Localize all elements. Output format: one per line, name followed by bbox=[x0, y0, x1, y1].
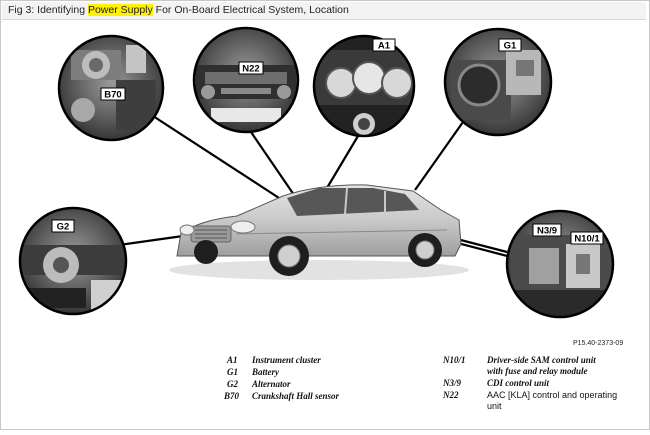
diagram-canvas: B70 N22 bbox=[18, 26, 615, 319]
callout-g1: G1 bbox=[504, 41, 517, 52]
title-suffix: For On-Board Electrical System, Location bbox=[152, 4, 349, 16]
callout-g2: G2 bbox=[57, 222, 70, 233]
callout-box-g1 bbox=[498, 38, 522, 52]
photo-alternator: G2 bbox=[18, 206, 128, 316]
callout-a1: A1 bbox=[378, 41, 391, 52]
callout-n101: N10/1 bbox=[574, 234, 600, 245]
callout-n22: N22 bbox=[242, 64, 259, 75]
photo-instrument-cluster: A1 bbox=[312, 34, 416, 138]
photo-battery: G1 bbox=[443, 27, 553, 137]
callout-n39: N3/9 bbox=[537, 226, 557, 237]
leader-g1 bbox=[414, 121, 464, 191]
callout-box-b70 bbox=[100, 87, 126, 101]
leader-b70 bbox=[152, 115, 300, 212]
callout-box-n39 bbox=[532, 223, 562, 237]
callout-box-n22 bbox=[238, 61, 264, 75]
figure-title: Fig 3: Identifying Power Supply For On-B… bbox=[2, 2, 646, 20]
car-illustration bbox=[169, 184, 469, 280]
photo-control-units: N3/9 N10/1 bbox=[505, 209, 615, 319]
callout-b70: B70 bbox=[104, 90, 121, 101]
title-highlight: Power Supply bbox=[87, 4, 153, 16]
callout-box-g2 bbox=[51, 219, 75, 233]
title-prefix: Fig 3: Identifying bbox=[8, 4, 88, 16]
callout-box-n101 bbox=[570, 231, 604, 245]
photo-crankshaft-sensor: B70 bbox=[57, 34, 165, 142]
photo-climate-control: N22 bbox=[192, 26, 300, 134]
callout-box-a1 bbox=[372, 38, 396, 52]
leader-g2 bbox=[118, 234, 184, 247]
location-diagram: B70 N22 bbox=[1, 20, 649, 430]
